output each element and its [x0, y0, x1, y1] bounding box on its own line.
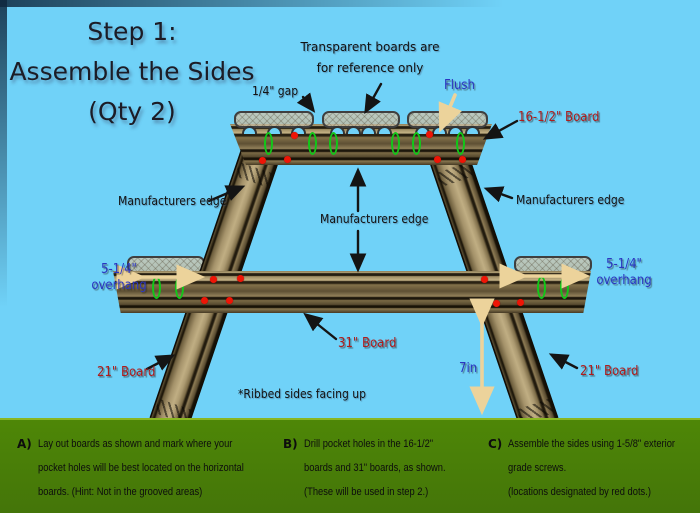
- board-groove-hump: [431, 126, 447, 134]
- height-7in-label: 7in: [459, 361, 478, 376]
- page-title: Step 1: Assemble the Sides (Qty 2): [0, 12, 264, 132]
- overhang-label-right: 5-1/4" overhang: [593, 257, 656, 289]
- instruction-line: pocket holes will be best located on the…: [37, 462, 244, 474]
- instruction-block-c: C) Assemble the sides using 1-5/8" exter…: [488, 432, 700, 504]
- instruction-block-a: A) Lay out boards as shown and mark wher…: [17, 432, 280, 504]
- board-groove-hump: [330, 126, 345, 134]
- mfr-edge-label-center: Manufacturers edge: [320, 212, 429, 226]
- board-groove-hump: [291, 126, 306, 134]
- board-groove-hump: [448, 126, 464, 134]
- board-21-label-right: 21" Board: [580, 364, 639, 379]
- instruction-line: grade screws.: [508, 462, 567, 474]
- gap-label: 1/4" gap: [252, 84, 299, 98]
- board-groove-hump: [415, 126, 430, 134]
- ground: [0, 418, 700, 513]
- transparent-board: [234, 111, 314, 134]
- overhang-label-left: 5-1/4" overhang: [88, 262, 151, 294]
- instruction-line: boards and 31" boards, as shown.: [303, 462, 446, 474]
- transparent-board: [514, 256, 592, 279]
- instruction-line: (locations designated by red dots.): [508, 486, 652, 498]
- instruction-id: C): [488, 437, 503, 451]
- title-line-2: Assemble the Sides: [9, 57, 255, 86]
- ribbed-note: *Ribbed sides facing up: [238, 387, 366, 401]
- instruction-id: B): [283, 437, 298, 451]
- instruction-block-b: B) Drill pocket holes in the 16-1/2" boa…: [283, 432, 470, 504]
- board-31-label: 31" Board: [338, 336, 397, 351]
- board-groove-hump: [345, 126, 361, 134]
- title-line-1: Step 1:: [87, 17, 177, 46]
- board-31in: [113, 271, 591, 313]
- board-groove-hump: [377, 126, 392, 134]
- overhang-size: 5-1/4": [606, 257, 642, 272]
- board-groove-hump: [242, 126, 257, 134]
- overhang-word: overhang: [91, 278, 147, 293]
- board-21-label-left: 21" Board: [97, 365, 156, 380]
- board-16-label: 16-1/2" Board: [518, 110, 600, 125]
- overhang-size: 5-1/4": [101, 262, 137, 277]
- transparent-boards-note: Transparent boards are for reference onl…: [290, 37, 450, 79]
- mfr-edge-label-left: Manufacturers edge: [118, 194, 227, 208]
- instruction-line: Assemble the sides using 1-5/8" exterior: [508, 438, 676, 450]
- mfr-edge-label-right: Manufacturers edge: [516, 193, 625, 207]
- title-line-3: (Qty 2): [88, 97, 176, 126]
- note-line-2: for reference only: [316, 61, 424, 75]
- instruction-line: boards. (Hint: Not in the grooved areas): [37, 486, 203, 498]
- note-line-1: Transparent boards are: [300, 40, 440, 54]
- instruction-line: (These will be used in step 2.): [303, 486, 428, 498]
- top-edge-shadow: [0, 0, 700, 7]
- instruction-id: A): [17, 437, 32, 451]
- flush-label: Flush: [444, 78, 475, 93]
- transparent-board: [407, 111, 488, 134]
- overhang-word: overhang: [596, 273, 652, 288]
- transparent-board: [322, 111, 400, 134]
- board-groove-hump: [465, 126, 480, 134]
- instruction-line: Lay out boards as shown and mark where y…: [37, 438, 233, 450]
- board-groove-hump: [266, 126, 282, 134]
- instruction-line: Drill pocket holes in the 16-1/2": [303, 438, 433, 450]
- board-groove-hump: [361, 126, 377, 134]
